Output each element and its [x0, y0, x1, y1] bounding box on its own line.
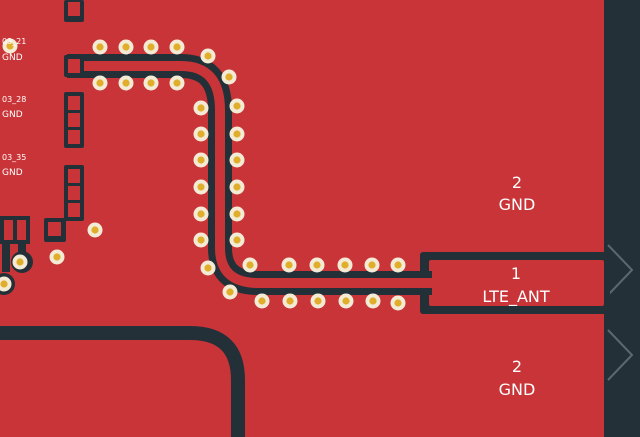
pad-labels: 2 GND 1 LTE_ANT 2 GND: [482, 173, 550, 399]
bottom-pad-net: GND: [499, 380, 536, 399]
via-32: [282, 293, 298, 309]
via-18: [229, 179, 245, 195]
via-22: [229, 232, 245, 248]
bottom-pad-number: 2: [512, 357, 522, 376]
net-label-d3-28: 03_28: [2, 95, 26, 104]
via-14: [229, 126, 245, 142]
via-24: [222, 284, 238, 300]
via-21: [193, 232, 209, 248]
via-12: [193, 100, 209, 116]
via-38: [49, 249, 65, 265]
via-5: [200, 48, 216, 64]
via-37: [87, 222, 103, 238]
via-30: [390, 257, 406, 273]
antenna-pad-net: LTE_ANT: [482, 287, 550, 307]
net-label-d3-35: 03_35: [2, 153, 26, 162]
via-6: [221, 69, 237, 85]
edge-connector-outline: [607, 244, 634, 296]
net-label-d3-21: 03_21: [2, 37, 26, 46]
via-27: [309, 257, 325, 273]
antenna-pad[interactable]: [429, 260, 604, 306]
top-pad-number: 2: [512, 173, 522, 192]
via-29: [364, 257, 380, 273]
via-1: [92, 39, 108, 55]
lower-zone-outline: [0, 326, 245, 437]
antenna-pad-number: 1: [511, 264, 521, 283]
net-label-gnd-3: GND: [2, 168, 23, 178]
via-19: [193, 206, 209, 222]
via-31: [254, 293, 270, 309]
via-15: [193, 152, 209, 168]
left-net-labels: 03_21 GND 03_28 GND 03_35 GND: [2, 37, 26, 178]
via-11: [229, 98, 245, 114]
top-pad-net: GND: [499, 195, 536, 214]
net-label-gnd-1: GND: [2, 53, 23, 63]
via-13: [193, 126, 209, 142]
via-2: [118, 39, 134, 55]
via-26: [281, 257, 297, 273]
via-3: [143, 39, 159, 55]
via-17: [193, 179, 209, 195]
net-label-gnd-2: GND: [2, 110, 23, 120]
via-23: [200, 260, 216, 276]
via-28: [337, 257, 353, 273]
rf-trace[interactable]: [67, 54, 432, 295]
via-20: [229, 206, 245, 222]
via-7: [92, 75, 108, 91]
via-34: [338, 293, 354, 309]
via-25: [242, 257, 258, 273]
edge-connector-outline-2: [607, 329, 634, 381]
via-33: [310, 293, 326, 309]
via-10: [169, 75, 185, 91]
via-16: [229, 152, 245, 168]
via-4: [169, 39, 185, 55]
via-35: [365, 293, 381, 309]
via-9: [143, 75, 159, 91]
via-39: [12, 254, 28, 270]
via-8: [118, 75, 134, 91]
via-36: [390, 295, 406, 311]
